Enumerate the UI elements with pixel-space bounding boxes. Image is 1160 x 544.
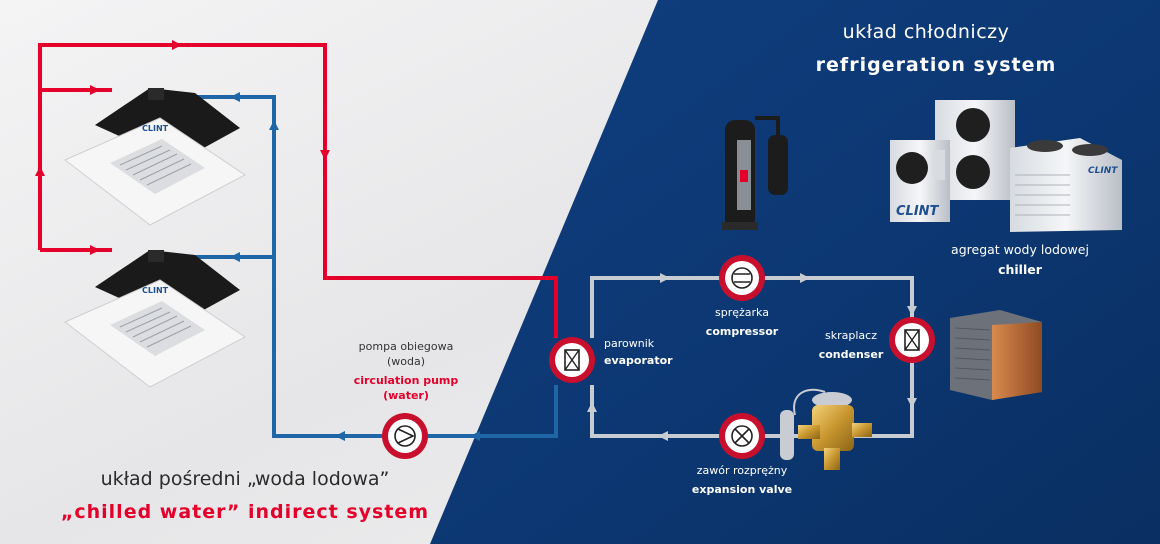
compressor-symbol-icon xyxy=(719,255,765,301)
refrigeration-title-en: refrigeration system xyxy=(815,54,1057,76)
expansion-valve-name-pl: zawór rozprężny xyxy=(696,464,788,477)
hot-water-arrows xyxy=(35,40,330,255)
evaporator-name-pl: parownik xyxy=(604,337,655,350)
pump-name-pl-line2: (woda) xyxy=(386,355,426,368)
fan-coil-unit-upper xyxy=(64,88,246,226)
chiller-name-en: chiller xyxy=(998,262,1042,277)
chiller-image xyxy=(890,100,1122,232)
chiller-brand-right: CLINT xyxy=(1088,166,1118,176)
fan-coil-brand-lower: CLINT xyxy=(142,286,169,295)
fan-coil-brand-upper: CLINT xyxy=(142,124,169,133)
evaporator-name-en: evaporator xyxy=(604,354,673,367)
chiller-brand-left: CLINT xyxy=(896,204,939,219)
expansion-valve-image xyxy=(780,388,872,470)
pump-name-en-line2: (water) xyxy=(383,389,429,402)
cold-water-arrows xyxy=(230,92,480,441)
condenser-name-en: condenser xyxy=(818,348,884,361)
pump-name-pl-line1: pompa obiegowa xyxy=(358,340,454,353)
condenser-name-pl: skraplacz xyxy=(825,329,877,342)
indirect-system-title-pl: układ pośredni „woda lodowa” xyxy=(100,468,390,490)
condenser-symbol-icon xyxy=(889,317,935,363)
expansion-valve-symbol-icon xyxy=(719,413,765,459)
evaporator-symbol-icon xyxy=(549,337,595,383)
compressor-image xyxy=(722,116,788,230)
fan-coil-unit-lower xyxy=(64,250,246,388)
condenser-coil-image xyxy=(950,310,1042,400)
compressor-name-en: compressor xyxy=(705,325,779,338)
indirect-system-title-en: „chilled water” indirect system xyxy=(60,501,430,523)
compressor-name-pl: sprężarka xyxy=(715,306,769,319)
pump-name-en-line1: circulation pump xyxy=(353,374,459,387)
circulation-pump-symbol-icon xyxy=(382,413,428,459)
refrigeration-title-pl: układ chłodniczy xyxy=(842,21,1010,43)
expansion-valve-name-en: expansion valve xyxy=(691,483,793,496)
chiller-name-pl: agregat wody lodowej xyxy=(951,242,1089,257)
